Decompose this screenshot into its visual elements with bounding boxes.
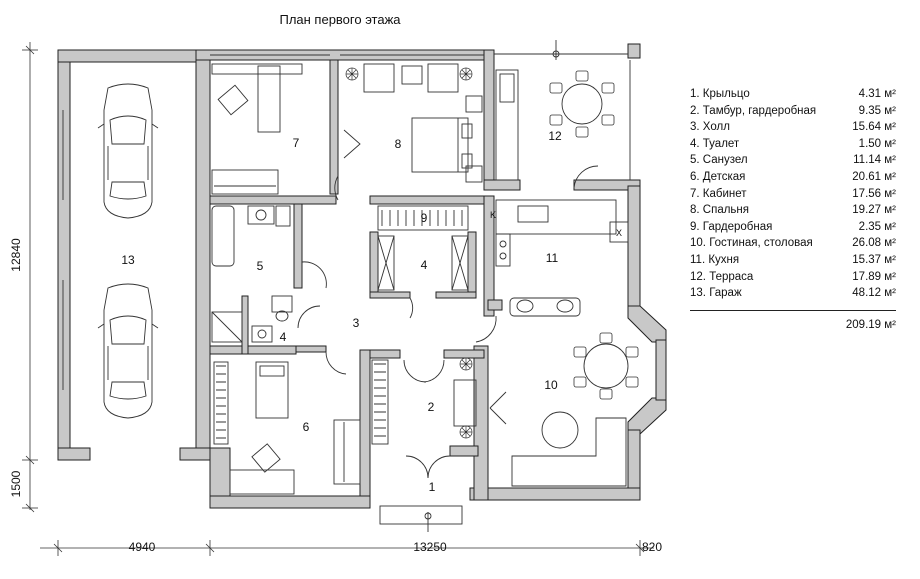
legend-divider — [690, 309, 896, 311]
legend-room-area: 15.64 м² — [852, 121, 896, 134]
room-label-7: 7 — [293, 136, 300, 150]
legend-row: 10. Гостиная, столовая 26.08 м² — [690, 235, 896, 252]
legend-room-area: 4.31 м² — [858, 88, 896, 100]
legend-row: 8. Спальня 19.27 м² — [690, 202, 896, 219]
furniture — [62, 40, 639, 532]
legend-room-name: 2. Тамбур, гардеробная — [690, 104, 817, 117]
legend-room-title: Тамбур, гардеробная — [702, 104, 817, 117]
legend-row: 9. Гардеробная 2.35 м² — [690, 219, 896, 236]
legend-room-title: Гардеробная — [702, 220, 773, 233]
legend-room-name: 11. Кухня — [690, 253, 740, 266]
legend-row: 1. Крыльцо 4.31 м² — [690, 86, 896, 103]
legend-room-title: Гараж — [709, 287, 742, 300]
legend-room-name: 6. Детская — [690, 170, 746, 183]
legend-room-number: 6 — [690, 170, 697, 183]
legend-row: 12. Терраса 17.89 м² — [690, 269, 896, 286]
legend-room-area: 2.35 м² — [858, 220, 896, 233]
room-label-1: 1 — [429, 480, 436, 494]
room-label-8: 8 — [395, 137, 402, 151]
legend-room-title: Санузел — [702, 154, 748, 167]
legend-room-area: 20.61 м² — [852, 170, 896, 183]
room-legend: 1. Крыльцо 4.31 м² 2. Тамбур, гардеробная 9… — [690, 86, 896, 333]
legend-room-number: 11 — [690, 253, 702, 266]
legend-room-title: Кабинет — [702, 187, 747, 200]
legend-room-name: 3. Холл — [690, 121, 730, 134]
legend-room-name: 13. Гараж — [690, 287, 742, 300]
legend-row: 2. Тамбур, гардеробная 9.35 м² — [690, 103, 896, 120]
legend-room-number: 8 — [690, 204, 697, 217]
walls — [57, 43, 667, 509]
legend-room-title: Крыльцо — [702, 88, 750, 100]
legend-room-area: 11.14 м² — [853, 154, 896, 167]
room-label-9: 9 — [421, 211, 428, 225]
legend-room-name: 4. Туалет — [690, 137, 740, 150]
legend-row: 4. Туалет 1.50 м² — [690, 136, 896, 153]
room-label-3: 3 — [353, 316, 360, 330]
legend-room-name: 10. Гостиная, столовая — [690, 237, 813, 250]
legend-room-area: 17.56 м² — [852, 187, 896, 200]
room-label-13: 13 — [121, 253, 135, 267]
legend-room-title: Холл — [702, 121, 730, 134]
legend-room-area: 48.12 м² — [852, 287, 896, 300]
legend-room-title: Детская — [702, 170, 746, 183]
legend-room-name: 5. Санузел — [690, 154, 748, 167]
legend-room-title: Гостиная, столовая — [709, 237, 813, 250]
legend-room-title: Терраса — [709, 270, 754, 283]
legend-room-area: 15.37 м² — [852, 253, 896, 266]
room-label-4-closet: 4 — [421, 258, 428, 272]
dimension-left-total: 12840 — [9, 238, 23, 272]
legend-row: 7. Кабинет 17.56 м² — [690, 186, 896, 203]
legend-room-title: Спальня — [702, 204, 750, 217]
dimension-bottom-left: 4940 — [129, 540, 156, 554]
room-label-12: 12 — [548, 129, 562, 143]
legend-room-number: 7 — [690, 187, 697, 200]
legend-row: 11. Кухня 15.37 м² — [690, 252, 896, 269]
dimension-lines — [22, 42, 654, 556]
room-label-5: 5 — [257, 259, 264, 273]
legend-room-area: 1.50 м² — [858, 137, 896, 150]
fixture-mark-x: X — [616, 228, 622, 238]
legend-room-name: 7. Кабинет — [690, 187, 747, 200]
room-label-6: 6 — [303, 420, 310, 434]
legend-room-name: 12. Терраса — [690, 270, 754, 283]
room-label-11: 11 — [546, 251, 559, 265]
legend-room-number: 2 — [690, 104, 697, 117]
legend-room-title: Туалет — [702, 137, 740, 150]
legend-room-number: 9 — [690, 220, 697, 233]
legend-room-number: 10 — [690, 237, 703, 250]
legend-room-name: 1. Крыльцо — [690, 88, 750, 100]
legend-room-area: 9.35 м² — [858, 104, 896, 117]
dimension-left-porch: 1500 — [9, 470, 23, 497]
legend-room-number: 5 — [690, 154, 697, 167]
legend-room-number: 4 — [690, 137, 697, 150]
legend-row: 3. Холл 15.64 м² — [690, 119, 896, 136]
legend-room-area: 17.89 м² — [852, 270, 896, 283]
legend-room-number: 3 — [690, 121, 697, 134]
legend-row: 13. Гараж 48.12 м² — [690, 285, 896, 302]
legend-row: 6. Детская 20.61 м² — [690, 169, 896, 186]
dimension-bottom-right: 820 — [642, 540, 662, 554]
room-label-4-toilet: 4 — [280, 330, 287, 344]
legend-room-number: 12 — [690, 270, 703, 283]
plan-title: План первого этажа — [279, 12, 401, 27]
legend-room-area: 19.27 м² — [852, 204, 896, 217]
legend-row: 5. Санузел 11.14 м² — [690, 152, 896, 169]
room-label-10: 10 — [544, 378, 558, 392]
fixture-mark-k: K — [490, 210, 496, 220]
legend-room-name: 9. Гардеробная — [690, 220, 773, 233]
legend-total-area: 209.19 м² — [845, 318, 896, 331]
legend-room-number: 13 — [690, 287, 703, 300]
legend-room-title: Кухня — [708, 253, 740, 266]
legend-room-area: 26.08 м² — [852, 237, 896, 250]
legend-room-number: 1 — [690, 88, 697, 100]
legend-room-name: 8. Спальня — [690, 204, 750, 217]
room-label-2: 2 — [428, 400, 435, 414]
dimension-bottom-mid: 13250 — [413, 540, 447, 554]
